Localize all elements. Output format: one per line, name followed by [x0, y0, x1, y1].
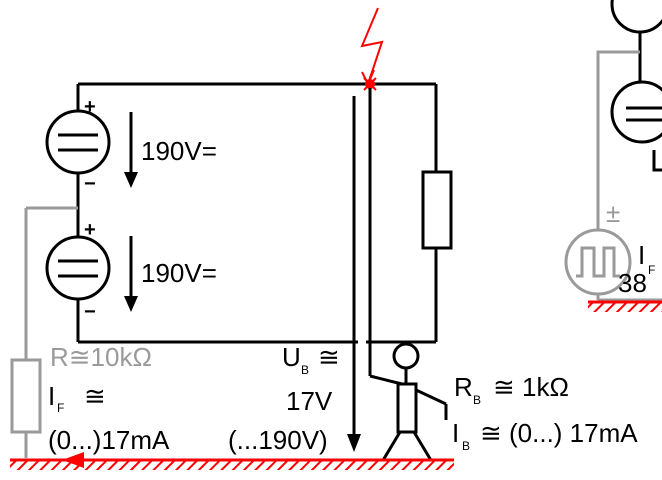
dc-source-2	[45, 235, 111, 301]
fault-path-wiring	[24, 206, 78, 458]
body-resistance-subscript: B	[473, 393, 481, 407]
dc-source-1	[45, 109, 111, 175]
source-2-minus: −	[84, 301, 96, 323]
load-resistor	[421, 170, 453, 250]
partial-if-symbol: I	[638, 240, 645, 270]
body-current-subscript: B	[462, 439, 470, 453]
touch-voltage-symbol: U	[282, 342, 301, 372]
touch-voltage-approx: ≅	[318, 342, 340, 372]
source-2-arrow-icon	[124, 236, 138, 312]
main-wiring	[76, 82, 438, 344]
source-1-arrow-icon	[124, 112, 138, 188]
fault-current-approx: ≅	[84, 381, 106, 411]
partial-if-subscript: F	[648, 263, 655, 277]
fault-resistor-label: R≅10kΩ	[50, 342, 152, 372]
ground-hatch-right	[588, 300, 662, 312]
fault-current-label: I	[48, 381, 55, 411]
fault-current-subscript: F	[57, 401, 64, 415]
touch-voltage-arrow-icon	[347, 96, 361, 452]
partial-plus-minus: ±	[606, 198, 620, 228]
source-1-plus: +	[84, 96, 96, 118]
lightning-icon	[360, 7, 384, 87]
body-current-value: ≅ (0...) 17mA	[480, 418, 638, 448]
source-1-voltage-label: 190V=	[141, 136, 217, 166]
body-resistance-value: ≅ 1kΩ	[493, 372, 569, 402]
fault-current-value: (0...)17mA	[48, 425, 170, 455]
touch-voltage-subscript: B	[301, 363, 309, 377]
source-1-minus: −	[84, 173, 96, 195]
source-2-voltage-label: 190V=	[141, 258, 217, 288]
fault-resistor	[10, 358, 42, 434]
source-2-plus: +	[84, 219, 96, 241]
body-resistance-symbol: R	[454, 372, 473, 402]
touch-voltage-value: 17V	[286, 386, 333, 416]
fault-current-arrow-icon	[62, 452, 164, 468]
body-current-symbol: I	[452, 418, 459, 448]
pulse-generator-icon	[564, 228, 632, 296]
touch-voltage-range: (...190V)	[228, 425, 328, 455]
partial-value: 38	[618, 268, 647, 298]
person-icon	[368, 88, 448, 463]
partial-circuit-right	[596, 0, 662, 302]
